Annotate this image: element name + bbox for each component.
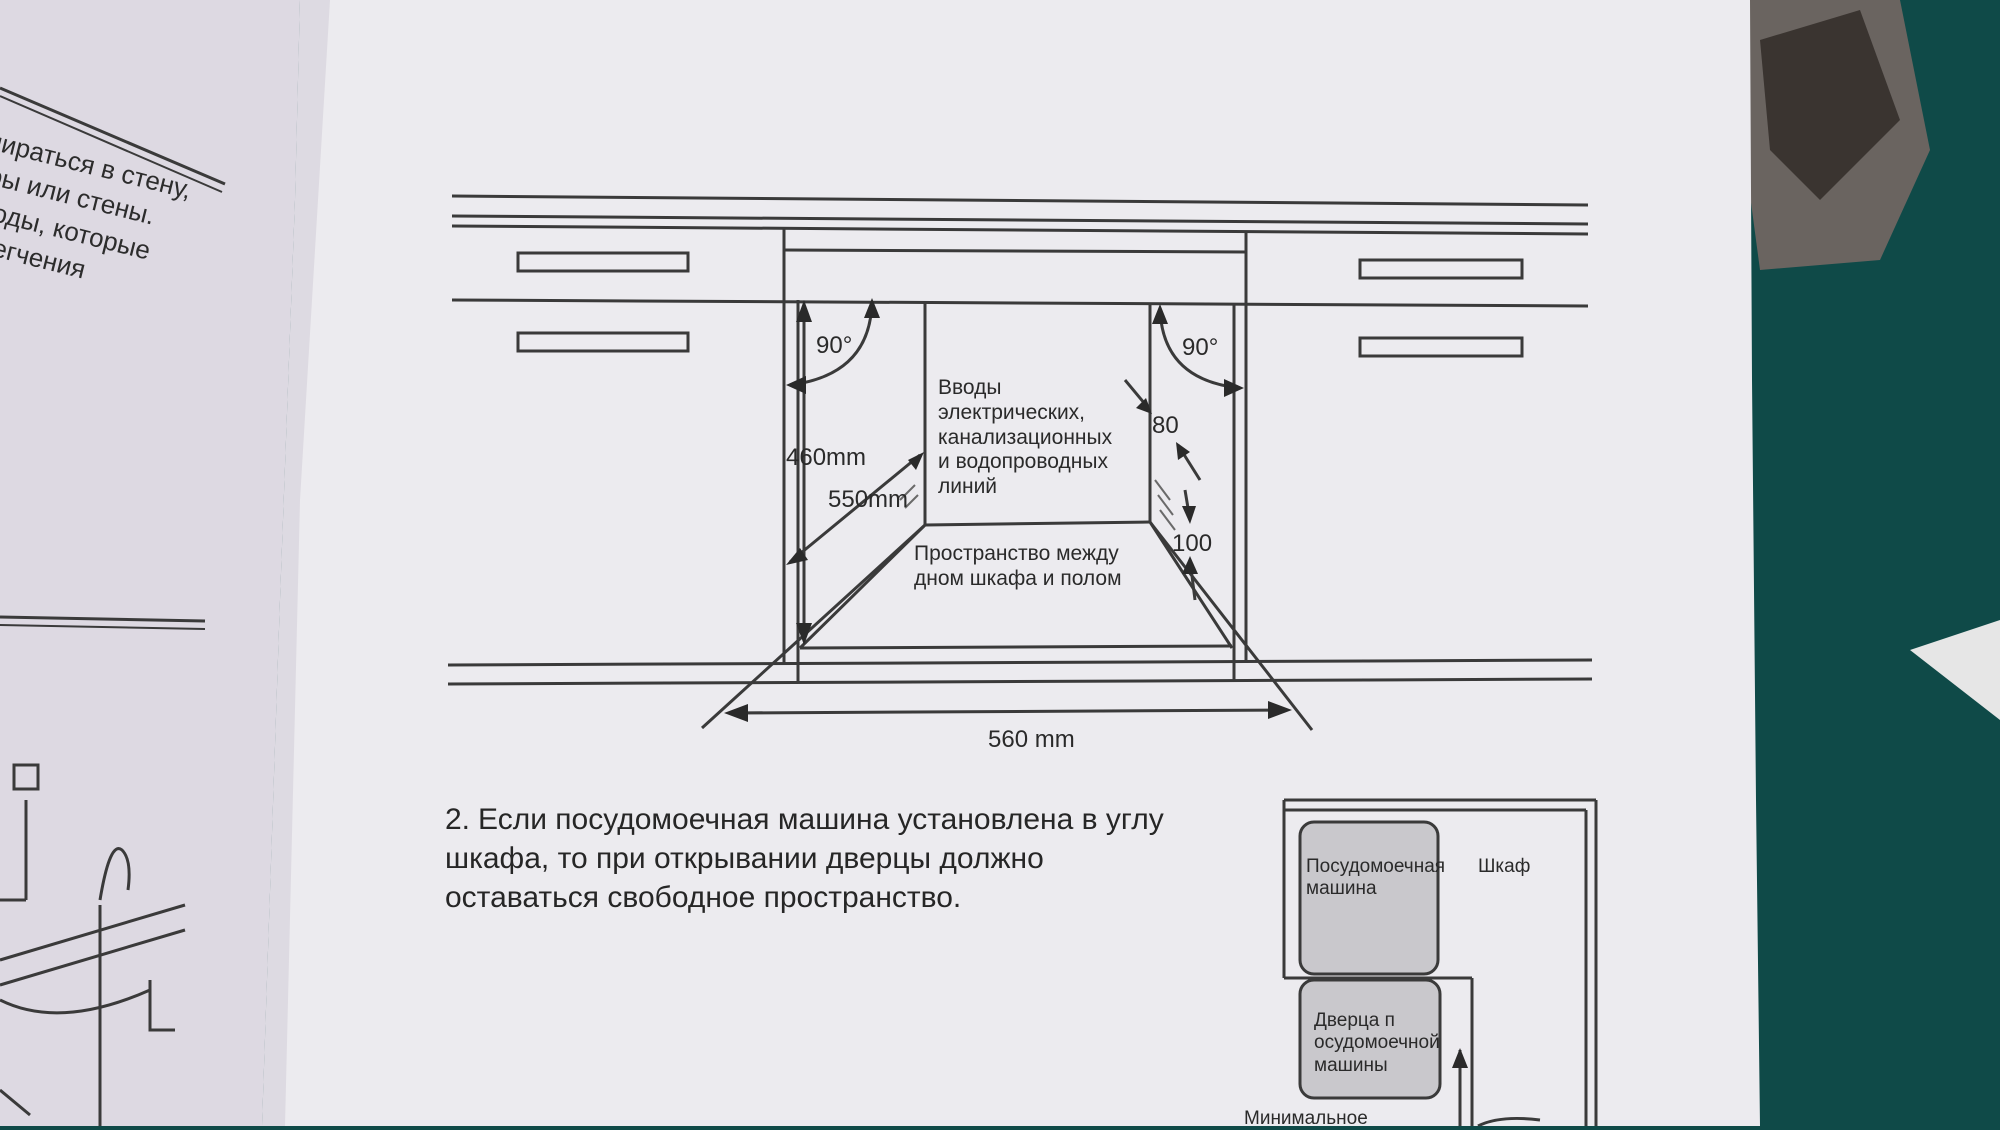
left-page-rule <box>0 86 226 186</box>
arrow-down-icon <box>1182 506 1196 524</box>
dim-100-label: 100 <box>1172 530 1213 557</box>
perspective-rail-left <box>700 523 927 730</box>
arrow-diag-icon <box>786 548 808 565</box>
inputs-label-line: линий <box>938 475 998 499</box>
door-label-line: осудомоечной <box>1314 1032 1440 1054</box>
arrow-diag-icon <box>908 452 924 470</box>
arrow-diag-icon <box>1176 442 1190 460</box>
left-page-rule <box>0 615 206 623</box>
min-space-label: Минимальное <box>1244 1108 1368 1129</box>
plumbing-sketch <box>0 763 186 1126</box>
dishwasher-box <box>1298 820 1440 976</box>
inputs-label-line: Вводы <box>938 376 1002 399</box>
door-label-line: Дверца п <box>1314 1010 1395 1031</box>
arrow-left-icon <box>786 376 806 394</box>
floor-perspective-right <box>1148 521 1234 649</box>
left-page <box>0 0 300 1126</box>
dim-line-depth <box>789 453 921 564</box>
countertop-edge <box>451 224 1589 236</box>
page-gutter-shadow <box>262 0 330 1126</box>
arrow-right-icon <box>1224 379 1244 397</box>
left-page-rule <box>0 624 206 630</box>
instruction-number: 2. <box>445 803 471 836</box>
dishwasher-label: Посудомоечная машина <box>1306 856 1445 901</box>
instruction-line: шкафа, то при открывании дверцы должно <box>445 842 1044 875</box>
inputs-label-line: канализационных <box>938 425 1113 449</box>
dim-depth-label: 550mm <box>828 486 909 513</box>
door-label-line: машины <box>1314 1054 1388 1076</box>
door-label: Дверца п осудомоечной машины <box>1314 1010 1440 1077</box>
drawer-left-top <box>516 251 690 273</box>
door-swing-arc <box>1477 1116 1541 1126</box>
arrow-up-icon <box>1452 1048 1468 1068</box>
cabinet-top-line <box>451 298 1589 308</box>
corner-diagram <box>1282 798 1598 1126</box>
arrow-up-icon <box>1152 304 1168 324</box>
arrow-down-icon <box>796 623 812 645</box>
arrow-up-icon <box>796 300 812 322</box>
angle-label-left: 90° <box>816 332 853 359</box>
inputs-label-line: и водопроводных <box>938 450 1108 474</box>
instruction-line: оставаться свободное пространство. <box>445 881 962 914</box>
arrow-right-icon <box>1268 701 1292 719</box>
countertop-edge <box>451 194 1589 207</box>
instruction-paragraph: 2.Если посудомоечная машина установлена … <box>445 800 1245 917</box>
hatch-shading <box>899 479 1176 531</box>
dim-width-label: 560 mm <box>988 726 1075 753</box>
arrowheads <box>724 298 1292 722</box>
floor-front-edge <box>799 644 1233 650</box>
left-page-rule <box>0 95 223 193</box>
dim-80-label: 80 <box>1152 412 1179 439</box>
space-label: Пространство между дном шкафа и полом <box>914 542 1122 592</box>
perspective-rail-right <box>1148 521 1314 731</box>
inputs-label: Вводы электрических, канализационных и в… <box>938 376 1112 500</box>
back-wall-bottom <box>924 520 1151 527</box>
dim-height-label: 460mm <box>786 444 867 471</box>
drawer-right-top <box>1358 258 1524 280</box>
niche-top-line <box>783 248 1247 254</box>
space-label-line: Пространство между <box>914 542 1119 565</box>
instruction-line: 2.Если посудомоечная машина установлена … <box>445 800 1245 839</box>
dishwasher-label-line: машина <box>1306 878 1377 900</box>
arrow-up-icon <box>864 298 880 318</box>
floor-line <box>447 658 1593 667</box>
cabinet-label: Шкаф <box>1478 856 1531 877</box>
door-box <box>1298 978 1442 1100</box>
arrow-left-icon <box>724 704 748 722</box>
floor-line <box>447 677 1593 686</box>
dim-line-width <box>727 708 1289 715</box>
inputs-label-line: электрических, <box>938 400 1086 424</box>
drawer-left-bottom <box>516 331 690 353</box>
drawer-right-bottom <box>1358 336 1524 358</box>
space-label-line: дном шкафа и полом <box>914 566 1122 590</box>
countertop-edge <box>451 214 1589 226</box>
arrow-up-icon <box>1182 556 1198 574</box>
angle-label-right: 90° <box>1182 334 1219 361</box>
background-object-shadow <box>1760 10 1900 200</box>
dishwasher-label-line: Посудомоечная <box>1306 856 1446 877</box>
instruction-line-text: Если посудомоечная машина установлена в … <box>478 803 1164 836</box>
paper-corner <box>1910 620 2000 720</box>
arrow-diag-icon <box>1136 398 1152 414</box>
